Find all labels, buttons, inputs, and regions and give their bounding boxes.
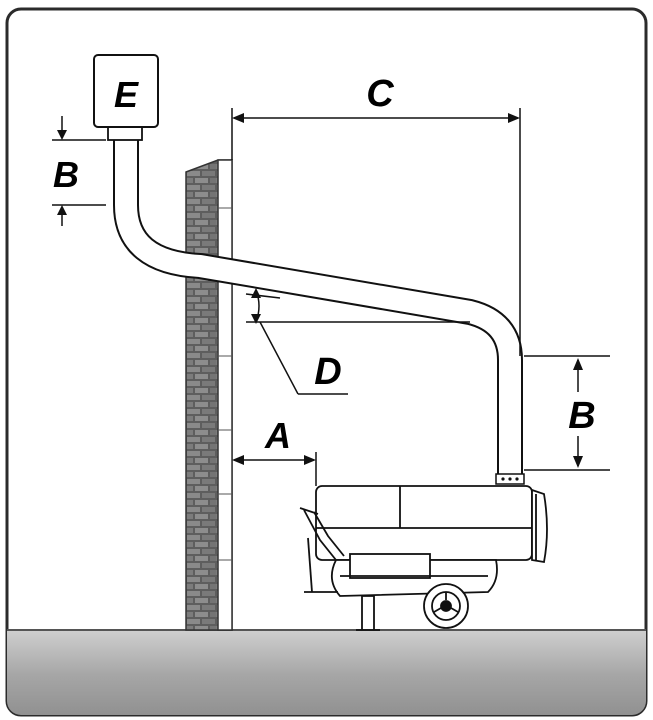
dimension-d xyxy=(245,288,470,395)
label-e: E xyxy=(114,74,139,115)
flue-pipe xyxy=(107,125,525,485)
label-d: D xyxy=(314,351,341,393)
brick-wall xyxy=(185,159,233,631)
dimension-c xyxy=(231,108,521,356)
label-a: A xyxy=(264,415,291,456)
label-b-right: B xyxy=(568,395,595,437)
label-c: C xyxy=(366,73,394,115)
chimney-cap-box xyxy=(93,54,159,128)
label-b-left: B xyxy=(53,154,79,195)
dimension-b-left xyxy=(52,116,106,226)
heater xyxy=(299,485,548,631)
dimension-a xyxy=(232,452,317,486)
dimension-b-right xyxy=(524,355,610,471)
ground xyxy=(7,629,646,715)
